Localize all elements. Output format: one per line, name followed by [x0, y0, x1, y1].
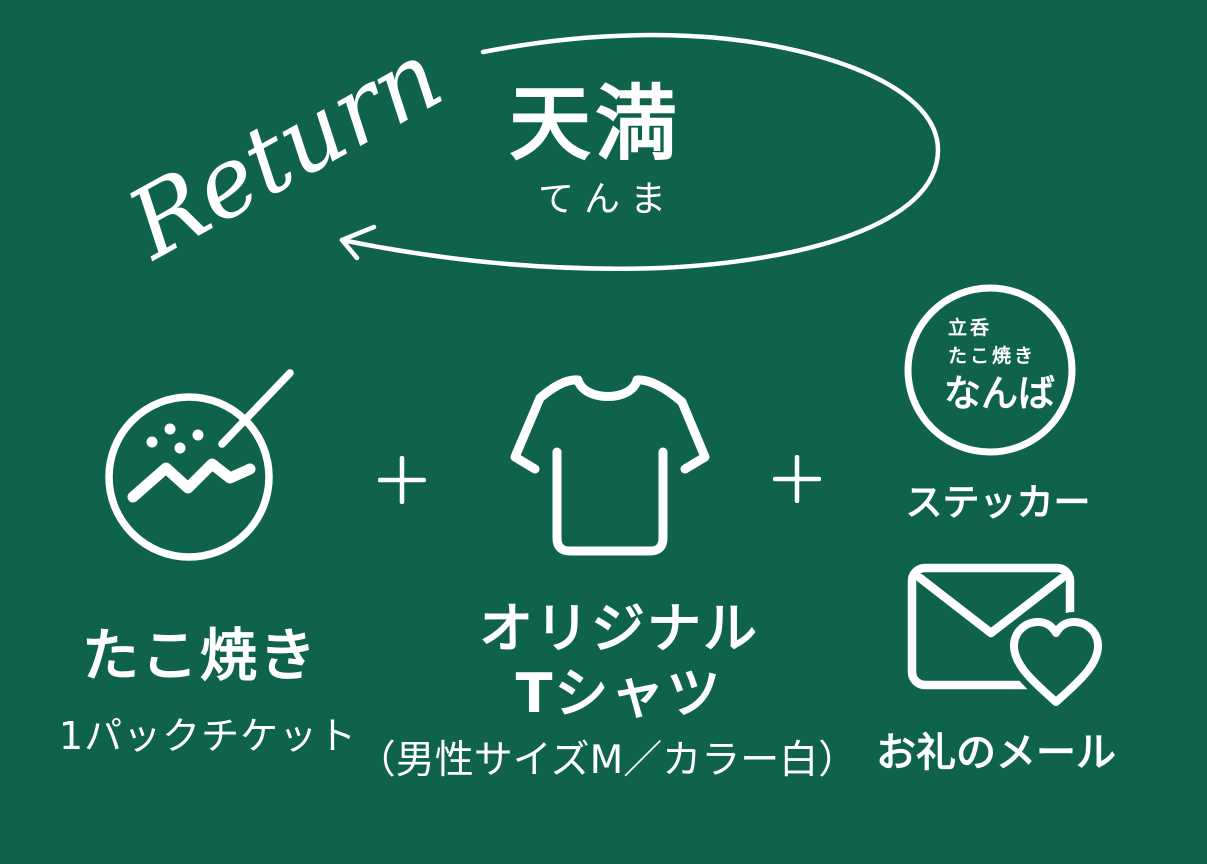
heart-icon — [1010, 618, 1102, 706]
takoyaki-icon — [105, 369, 294, 561]
plus-icon — [378, 456, 426, 504]
logo-circle-outline — [904, 284, 1076, 456]
tshirt-subtitle: （男性サイズM／カラー白） — [356, 738, 858, 783]
takoyaki-ball-outline — [105, 393, 273, 561]
thanks-mail-label: お礼のメール — [876, 730, 1116, 776]
takoyaki-toppings-dots — [146, 423, 204, 454]
takoyaki-sauce-squiggle — [127, 458, 256, 503]
takoyaki-title: たこ焼き — [82, 623, 318, 689]
logo-line1: 立呑 — [948, 316, 992, 339]
page-title-reading: てんま — [537, 179, 677, 220]
envelope-flap — [915, 573, 1067, 638]
tshirt-title-line2: Tシャツ — [515, 661, 723, 725]
takoyaki-pick — [218, 369, 294, 448]
takoyaki-subtitle: 1パックチケット — [58, 714, 358, 758]
arrowhead-lower-barb — [339, 237, 360, 261]
plus-icon — [773, 455, 821, 503]
sticker-label: ステッカー — [905, 481, 1091, 524]
logo-line2: たこ焼き — [948, 344, 1036, 367]
namba-logo-badge: 立呑 たこ焼き なんば — [904, 284, 1076, 456]
mail-heart-icon — [907, 563, 1108, 712]
tshirt-title: オリジナル Tシャツ — [479, 597, 759, 727]
arrowhead-upper-barb — [339, 224, 377, 243]
tshirt-shoulders-outline — [510, 375, 710, 474]
tshirt-body-outline — [552, 447, 668, 556]
tshirt-title-line1: オリジナル — [479, 597, 759, 660]
logo-line3: なんば — [944, 372, 1055, 415]
page-title: 天満 — [508, 77, 682, 172]
tshirt-icon — [510, 375, 710, 556]
